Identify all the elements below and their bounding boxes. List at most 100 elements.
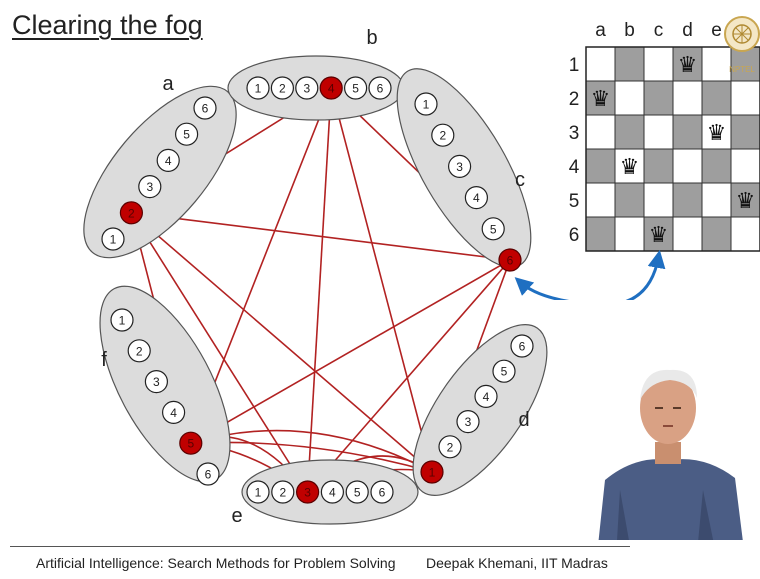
board-square bbox=[643, 80, 674, 116]
row-label: 5 bbox=[569, 191, 580, 212]
board-square bbox=[614, 114, 645, 150]
domain-value-label: 5 bbox=[490, 222, 497, 236]
constraint-edge-cf bbox=[190, 259, 511, 444]
domain-value-label: 3 bbox=[146, 180, 153, 194]
chessboard: abcdef123456♛♛♛♛♛♛ bbox=[514, 20, 760, 300]
board-square bbox=[643, 148, 674, 184]
domain-value-node bbox=[110, 308, 134, 332]
board-square bbox=[701, 182, 732, 218]
board-square bbox=[672, 148, 703, 184]
board-square bbox=[643, 182, 674, 218]
row-label: 6 bbox=[569, 225, 580, 246]
board-border bbox=[585, 46, 760, 252]
domain-value-label: 4 bbox=[483, 390, 490, 404]
queen-icon: ♛ bbox=[649, 223, 669, 248]
slide-footer: Artificial Intelligence: Search Methods … bbox=[0, 540, 760, 574]
domain-value-node bbox=[344, 76, 368, 100]
domain-value-label: 4 bbox=[165, 154, 172, 168]
board-square bbox=[585, 216, 616, 252]
domain-value-label: 3 bbox=[456, 160, 463, 174]
domain-value-label: 6 bbox=[519, 340, 526, 354]
board-square bbox=[701, 148, 732, 184]
domain-value-label: 3 bbox=[303, 82, 310, 96]
domain-value-label: 1 bbox=[255, 486, 262, 500]
domain-value-label: 1 bbox=[255, 82, 262, 96]
queen-icon: ♛ bbox=[736, 189, 756, 214]
domain-value-label: 6 bbox=[379, 486, 386, 500]
board-square bbox=[672, 216, 703, 252]
board-square bbox=[730, 80, 760, 116]
board-square bbox=[643, 216, 674, 252]
domain-value-label: 4 bbox=[170, 406, 177, 420]
column-label: e bbox=[711, 20, 722, 41]
domain-value-label: 5 bbox=[501, 365, 508, 379]
board-square bbox=[614, 216, 645, 252]
domain-value-node bbox=[431, 123, 455, 147]
constraint-edge-ce bbox=[306, 259, 511, 493]
domain-value-node bbox=[510, 334, 534, 358]
board-square bbox=[701, 80, 732, 116]
domain-value-node bbox=[156, 148, 180, 172]
domain-value-node bbox=[368, 76, 392, 100]
domain-value-label: 1 bbox=[110, 233, 117, 247]
domain-value-node bbox=[295, 76, 319, 100]
domain-value-node bbox=[456, 410, 480, 434]
footer-course-title: Artificial Intelligence: Search Methods … bbox=[36, 555, 396, 571]
board-square bbox=[643, 114, 674, 150]
domain-value-label: 5 bbox=[183, 128, 190, 142]
domain-value-node bbox=[246, 76, 270, 100]
slide-title: Clearing the fog bbox=[12, 10, 203, 40]
selected-value-label: 3 bbox=[304, 486, 311, 500]
domain-value-node bbox=[448, 154, 472, 178]
row-label: 1 bbox=[569, 55, 580, 76]
domain-value-node bbox=[345, 480, 369, 504]
selected-value-label: 1 bbox=[429, 466, 436, 480]
queen-icon: ♛ bbox=[678, 53, 698, 78]
board-square bbox=[585, 46, 616, 82]
nptel-logo: NPTEL bbox=[720, 4, 760, 74]
selected-value-node bbox=[296, 480, 320, 504]
domain-value-label: 4 bbox=[473, 191, 480, 205]
domain-value-label: 2 bbox=[136, 344, 143, 358]
domain-value-label: 2 bbox=[279, 82, 286, 96]
variable-label: a bbox=[162, 73, 174, 95]
selected-value-node bbox=[319, 76, 343, 100]
constraint-edge-be bbox=[306, 87, 332, 493]
domain-value-node bbox=[438, 435, 462, 459]
footer-divider bbox=[10, 546, 630, 547]
domain-value-label: 5 bbox=[354, 486, 361, 500]
domain-value-node bbox=[271, 480, 295, 504]
variable-label: f bbox=[101, 349, 107, 371]
column-label: c bbox=[654, 20, 664, 41]
board-square bbox=[614, 46, 645, 82]
row-label: 4 bbox=[569, 157, 580, 178]
variable-label: b bbox=[366, 27, 377, 49]
domain-value-label: 6 bbox=[202, 102, 209, 116]
footer-author: Deepak Khemani, IIT Madras bbox=[426, 555, 608, 571]
domain-value-label: 2 bbox=[279, 486, 286, 500]
board-square bbox=[614, 80, 645, 116]
domain-value-node bbox=[138, 175, 162, 199]
board-square bbox=[672, 80, 703, 116]
domain-value-node bbox=[270, 76, 294, 100]
domain-value-label: 3 bbox=[465, 415, 472, 429]
board-square bbox=[730, 114, 760, 150]
constraint-edge-ac bbox=[131, 212, 511, 261]
board-square bbox=[614, 182, 645, 218]
board-square bbox=[672, 114, 703, 150]
domain-value-label: 1 bbox=[423, 98, 430, 112]
domain-value-label: 3 bbox=[153, 375, 160, 389]
selected-value-label: 2 bbox=[128, 206, 135, 220]
constraint-edge-bd bbox=[330, 87, 433, 473]
domain-value-node bbox=[246, 480, 270, 504]
domain-value-node bbox=[144, 370, 168, 394]
board-square bbox=[585, 148, 616, 184]
queen-icon: ♛ bbox=[620, 155, 640, 180]
domain-value-node bbox=[464, 186, 488, 210]
